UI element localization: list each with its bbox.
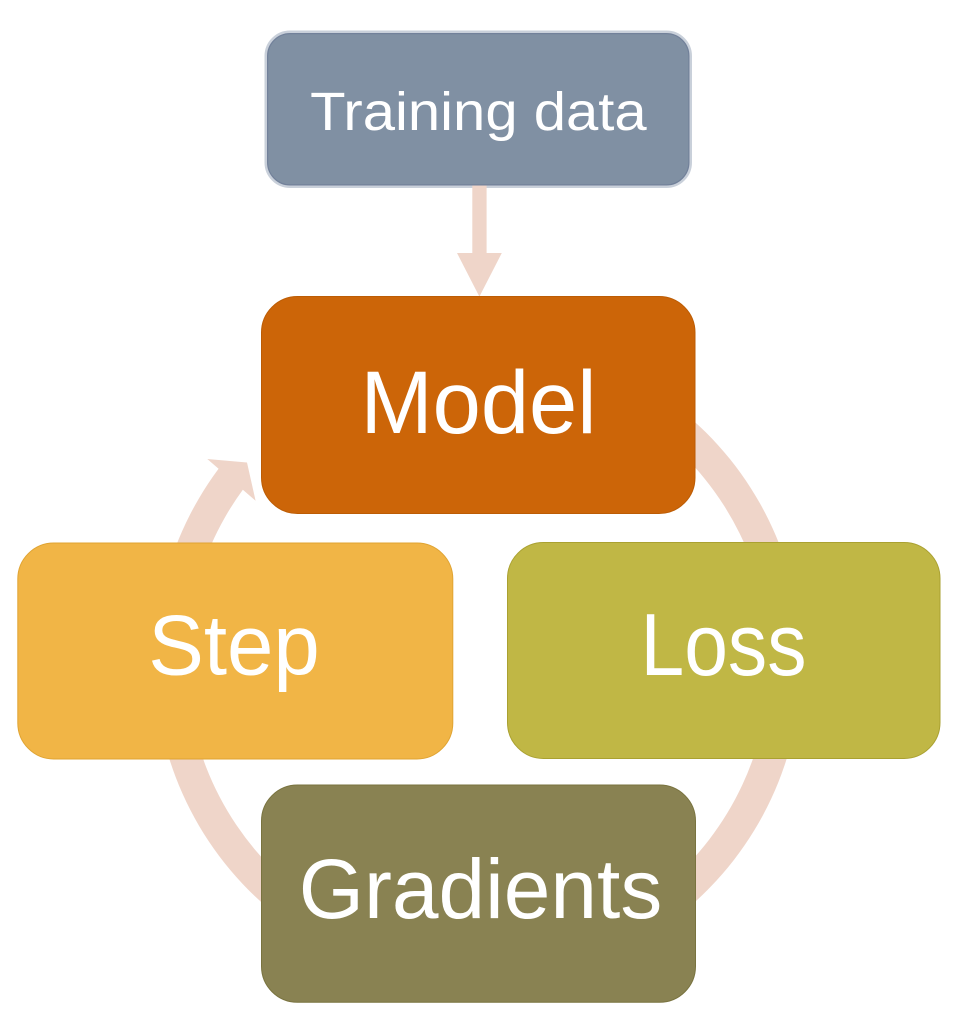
svg-text:Model: Model: [361, 352, 597, 452]
svg-text:Training data: Training data: [310, 82, 648, 142]
svg-text:Step: Step: [148, 599, 320, 694]
svg-text:Gradients: Gradients: [299, 842, 663, 936]
svg-text:Loss: Loss: [641, 595, 807, 694]
